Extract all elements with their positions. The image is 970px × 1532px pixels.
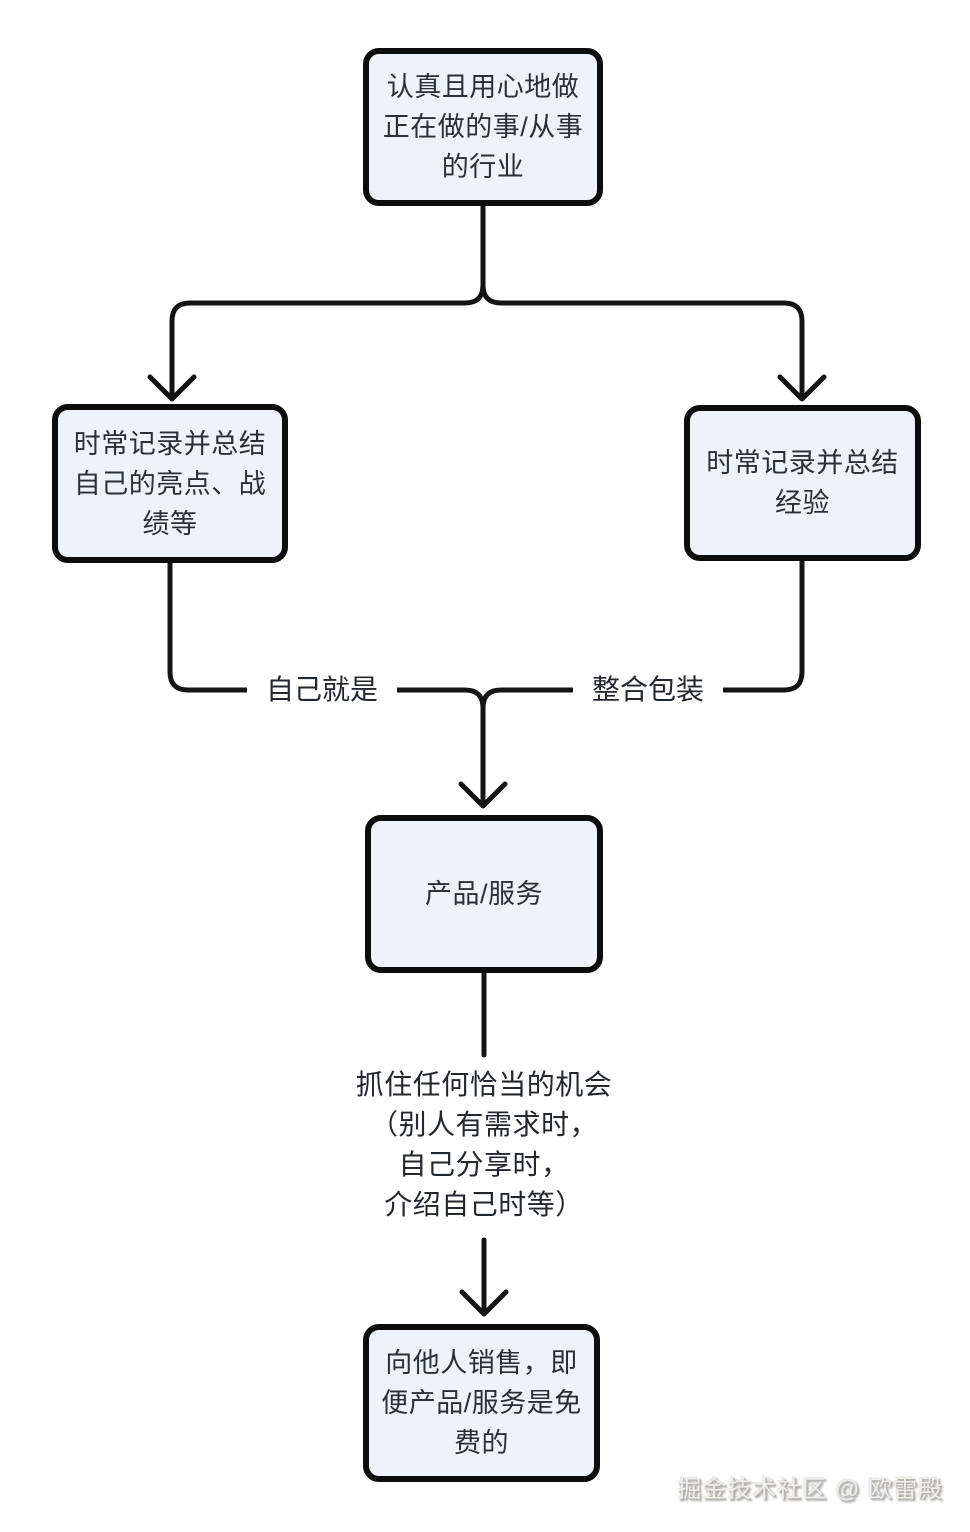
note-seize-opportunity: 抓住任何恰当的机会 （别人有需求时， 自己分享时， 介绍自己时等） [284,1065,684,1225]
edge-right-down [716,558,805,693]
arrowhead-left-icon [147,374,197,402]
arrowhead-sell-icon [459,1289,509,1317]
note-text-line: 抓住任何恰当的机会 [355,1069,613,1100]
node-text-line: 经验 [775,488,830,518]
edge-product-to-sell [459,970,509,1317]
edge-left-to-center [391,687,486,711]
node-text-line: 产品/服务 [424,879,543,909]
node-product-service: 产品/服务 [365,815,603,973]
node-text-line: 时常记录并总结 [706,448,899,478]
node-text-line: 时常记录并总结 [73,428,267,459]
node-text-line: 自己的亮点、战 [73,468,267,499]
node-text-line: 便产品/服务是免 [381,1388,582,1418]
edge-left-down [167,560,253,693]
watermark: 掘金技术社区 @ 欧雷殿 [677,1476,943,1503]
edge-label-self-is: 自己就是 [247,669,397,711]
node-text-line: 费的 [454,1428,509,1458]
note-text-line: 自己分享时， [398,1149,570,1180]
node-text-line: 正在做的事/从事 [382,112,584,142]
edge-top-to-left [169,203,486,397]
node-text-line: 绩等 [142,508,198,539]
node-record-experience: 时常记录并总结 经验 [684,405,921,561]
node-record-highlights: 时常记录并总结 自己的亮点、战 绩等 [52,404,288,563]
arrowhead-merge-icon [458,781,508,809]
edge-label-package: 整合包装 [573,669,723,711]
arrowhead-right-icon [777,374,827,402]
edge-top-to-right [480,282,805,397]
note-text-line: （别人有需求时， [369,1109,598,1140]
node-text-line: 的行业 [441,152,525,182]
note-text-line: 介绍自己时等） [384,1189,584,1220]
node-text-line: 认真且用心地做 [386,72,580,102]
edge-top-split [147,203,827,402]
node-do-your-work: 认真且用心地做 正在做的事/从事 的行业 [363,48,603,206]
node-sell-to-others: 向他人销售，即 便产品/服务是免 费的 [363,1324,600,1482]
edge-right-to-center [480,687,581,711]
edge-merge-to-product [167,558,805,809]
node-text-line: 向他人销售，即 [385,1348,578,1378]
